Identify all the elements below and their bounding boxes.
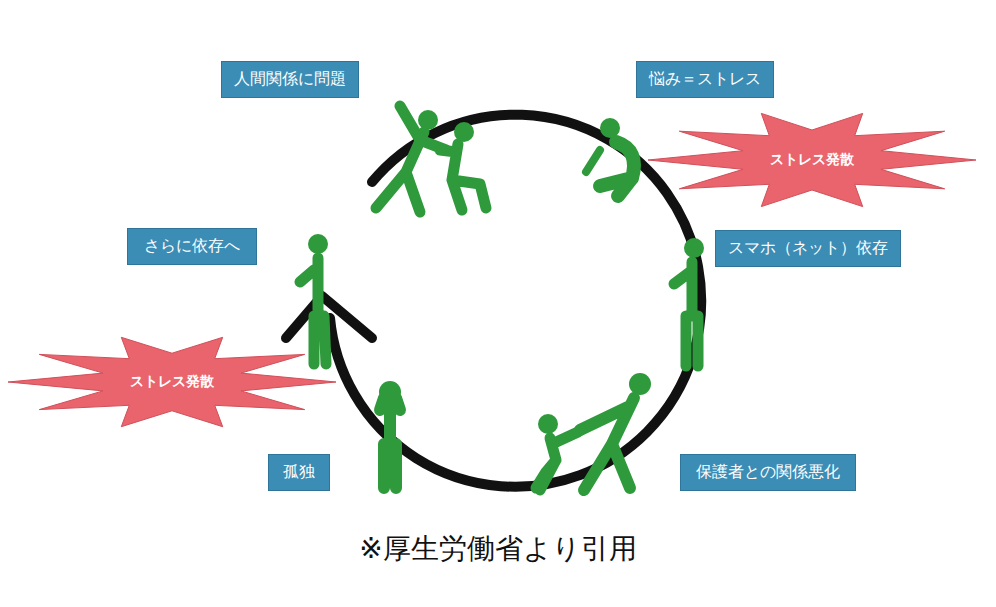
figures-pulling — [536, 373, 651, 490]
label-box: 悩み＝ストレス — [636, 61, 774, 98]
figure-dependent — [300, 234, 328, 364]
burst-outline — [648, 113, 976, 206]
node-text: 孤独 — [283, 462, 315, 483]
node-text: 人間関係に問題 — [234, 69, 346, 90]
source-caption: ※厚生労働省より引用 — [0, 530, 996, 568]
stress-burst: ストレス発散 — [7, 334, 337, 430]
figure-smartphone — [674, 238, 704, 366]
label-box: スマホ（ネット）依存 — [715, 230, 901, 267]
figures-conflict — [376, 106, 486, 212]
label-box: さらに依存へ — [127, 228, 257, 265]
burst-outline — [8, 337, 336, 426]
node-text: ストレス発散 — [130, 373, 214, 391]
stress-burst: ストレス発散 — [647, 110, 977, 210]
label-box: 保護者との関係悪化 — [680, 454, 856, 491]
figure-lonely — [379, 381, 401, 488]
node-text: 保護者との関係悪化 — [696, 462, 840, 483]
node-text: さらに依存へ — [144, 236, 240, 257]
figure-worried — [586, 118, 634, 196]
node-text: ストレス発散 — [770, 151, 854, 169]
node-text: 悩み＝ストレス — [649, 69, 761, 90]
label-box: 人間関係に問題 — [221, 61, 359, 98]
node-text: スマホ（ネット）依存 — [728, 238, 888, 259]
label-box: 孤独 — [268, 454, 330, 491]
